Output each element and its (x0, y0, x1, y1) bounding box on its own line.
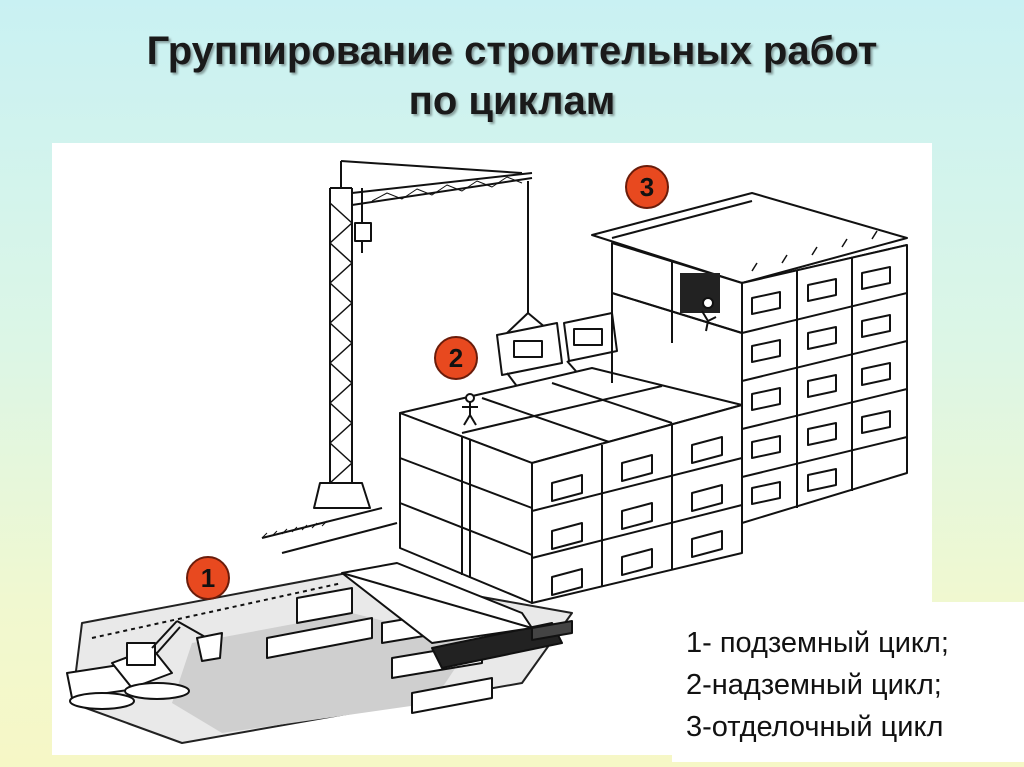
slide-title-line1: Группирование строительных работ (146, 29, 878, 73)
slide-title: Группирование строительных работ по цикл… (0, 26, 1024, 126)
slide-title-line2: по циклам (408, 79, 616, 123)
building-icon (399, 367, 743, 604)
cycle-legend: 1- подземный цикл; 2-надземный цикл; 3-о… (672, 602, 1024, 762)
worker-icon (462, 297, 717, 426)
building-tower (591, 192, 908, 524)
construction-illustration (52, 143, 932, 755)
cycle-3-marker: 3 (625, 165, 669, 209)
legend-item-2: 2-надземный цикл; (686, 669, 942, 701)
excavator-icon (66, 620, 223, 710)
tower-crane-icon (261, 160, 533, 554)
cycle-2-marker: 2 (434, 336, 478, 380)
legend-item-3: 3-отделочный цикл (686, 711, 944, 743)
construction-drawing (66, 160, 908, 744)
cycle-1-marker: 1 (186, 556, 230, 600)
legend-item-1: 1- подземный цикл; (686, 627, 949, 659)
building-base (341, 562, 533, 644)
